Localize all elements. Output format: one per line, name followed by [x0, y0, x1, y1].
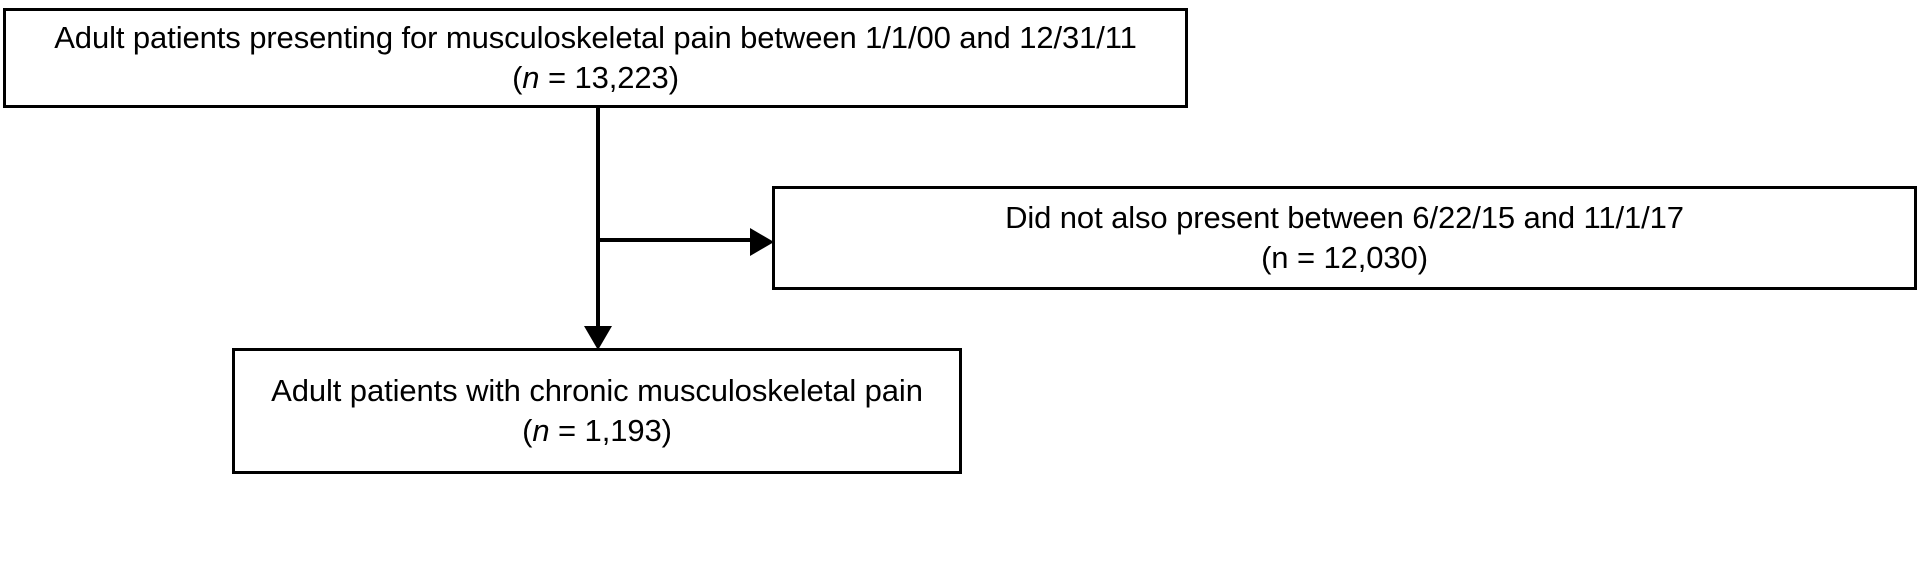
final-cohort-n-symbol: n: [532, 413, 550, 448]
connector-source-to-final-cohort: [596, 108, 600, 330]
final-cohort-description: Adult patients with chronic musculoskele…: [271, 372, 923, 408]
cohort-source-paren-open: (: [512, 60, 523, 95]
arrowhead-down-icon: [584, 326, 612, 350]
excluded-count: (n = 12,030): [1261, 238, 1428, 278]
cohort-source-description: Adult patients presenting for musculoske…: [54, 19, 1137, 55]
cohort-source-count: (n = 13,223): [512, 58, 679, 98]
excluded-paren-open: (: [1261, 240, 1272, 275]
final-cohort-paren-open: (: [522, 413, 533, 448]
final-cohort-count-value: = 1,193): [549, 413, 672, 448]
connector-source-to-excluded: [596, 238, 756, 242]
excluded-description: Did not also present between 6/22/15 and…: [1005, 199, 1684, 235]
flow-node-final-cohort: Adult patients with chronic musculoskele…: [232, 348, 962, 474]
arrowhead-right-icon: [750, 228, 774, 256]
cohort-source-n-symbol: n: [522, 60, 540, 95]
excluded-n-symbol: n: [1271, 240, 1289, 275]
flow-node-cohort-source: Adult patients presenting for musculoske…: [3, 8, 1188, 108]
final-cohort-count: (n = 1,193): [522, 411, 672, 451]
flow-node-excluded: Did not also present between 6/22/15 and…: [772, 186, 1917, 290]
excluded-count-value: = 12,030): [1288, 240, 1428, 275]
cohort-source-count-value: = 13,223): [539, 60, 679, 95]
